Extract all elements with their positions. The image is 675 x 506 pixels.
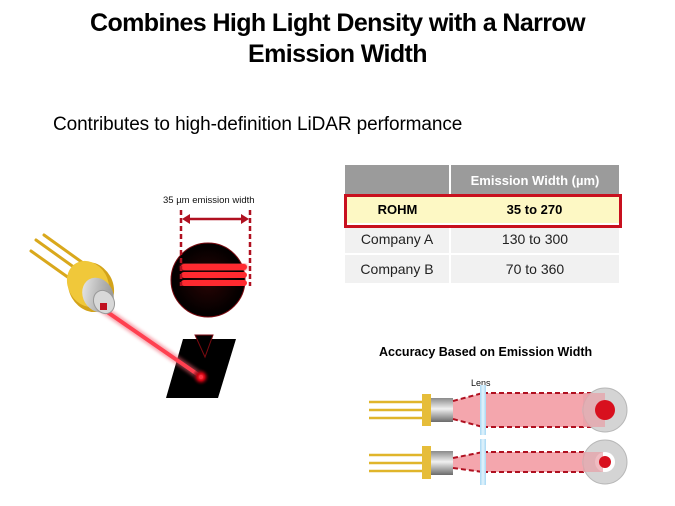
lens-icon [480,439,486,485]
spot-small [599,456,611,468]
emission-spot-core [199,375,203,379]
slide-subtitle: Contributes to high-definition LiDAR per… [53,114,463,135]
slide-title: Combines High Light Density with a Narro… [0,8,675,70]
table-header-company [345,165,451,195]
title-line-1: Combines High Light Density with a Narro… [90,9,585,37]
accuracy-diagram [369,385,628,485]
spot-large [595,400,615,420]
wide-emission-row [369,385,628,435]
title-line-2: Emission Width [248,40,427,68]
table-cell-company: Company A [345,223,451,254]
emission-width-table: Emission Width (µm) ROHM 35 to 270 Compa… [345,165,619,283]
lens-label: Lens [471,378,491,388]
emission-width-label: 35 µm emission width [163,195,255,206]
table-cell-company: Company B [345,253,451,283]
table-cell-width: 70 to 360 [450,253,619,283]
table-cell-width: 35 to 270 [450,195,619,224]
table-header-emission-width: Emission Width (µm) [450,165,619,195]
width-dimension-arrow [182,214,249,224]
table-header-row: Emission Width (µm) [345,165,619,195]
table-cell-width: 130 to 300 [450,223,619,254]
table-row: ROHM 35 to 270 [345,195,619,224]
emission-stripes [181,264,247,286]
diode-body [66,260,116,315]
width-dimension-lines [179,210,252,286]
magnify-pointer [194,334,214,359]
accuracy-diagram-title: Accuracy Based on Emission Width [379,345,593,359]
laser-beam-core [98,305,202,378]
narrow-emission-row [369,439,628,485]
table-cell-company: ROHM [345,195,450,224]
table-row: Company A 130 to 300 [345,223,619,254]
table-row: Company B 70 to 360 [345,253,619,283]
laser-diode-illustration [29,210,252,398]
lens-icon [480,385,486,435]
